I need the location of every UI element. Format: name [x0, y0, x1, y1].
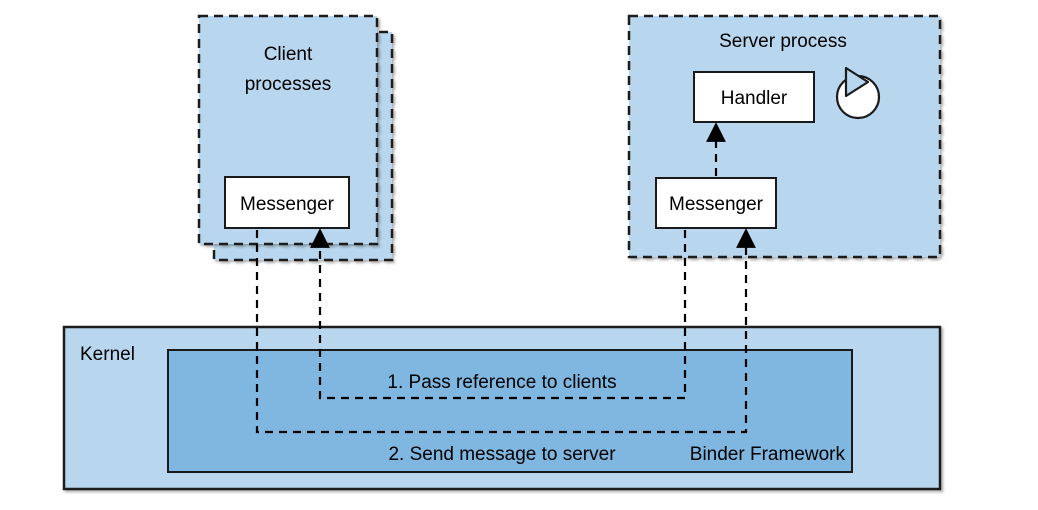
client-processes-title-line2: processes: [245, 74, 332, 95]
looper-icon: [835, 66, 881, 120]
binder-framework-box: Binder Framework: [167, 349, 853, 473]
client-processes-title-line1: Client: [264, 44, 313, 65]
server-process-title: Server process: [719, 31, 847, 52]
step1-label: 1. Pass reference to clients: [387, 372, 616, 393]
client-messenger-box: Messenger: [224, 176, 350, 229]
handler-box: Handler: [693, 71, 815, 123]
server-messenger-label: Messenger: [669, 194, 764, 215]
handler-label: Handler: [721, 88, 788, 109]
step2-label: 2. Send message to server: [388, 444, 616, 465]
kernel-label: Kernel: [80, 344, 135, 365]
pass-reference-path: [310, 228, 687, 400]
binder-framework-label: Binder Framework: [690, 444, 846, 465]
send-message-path: [255, 228, 756, 434]
server-messenger-box: Messenger: [655, 177, 777, 229]
client-messenger-label: Messenger: [240, 194, 335, 215]
